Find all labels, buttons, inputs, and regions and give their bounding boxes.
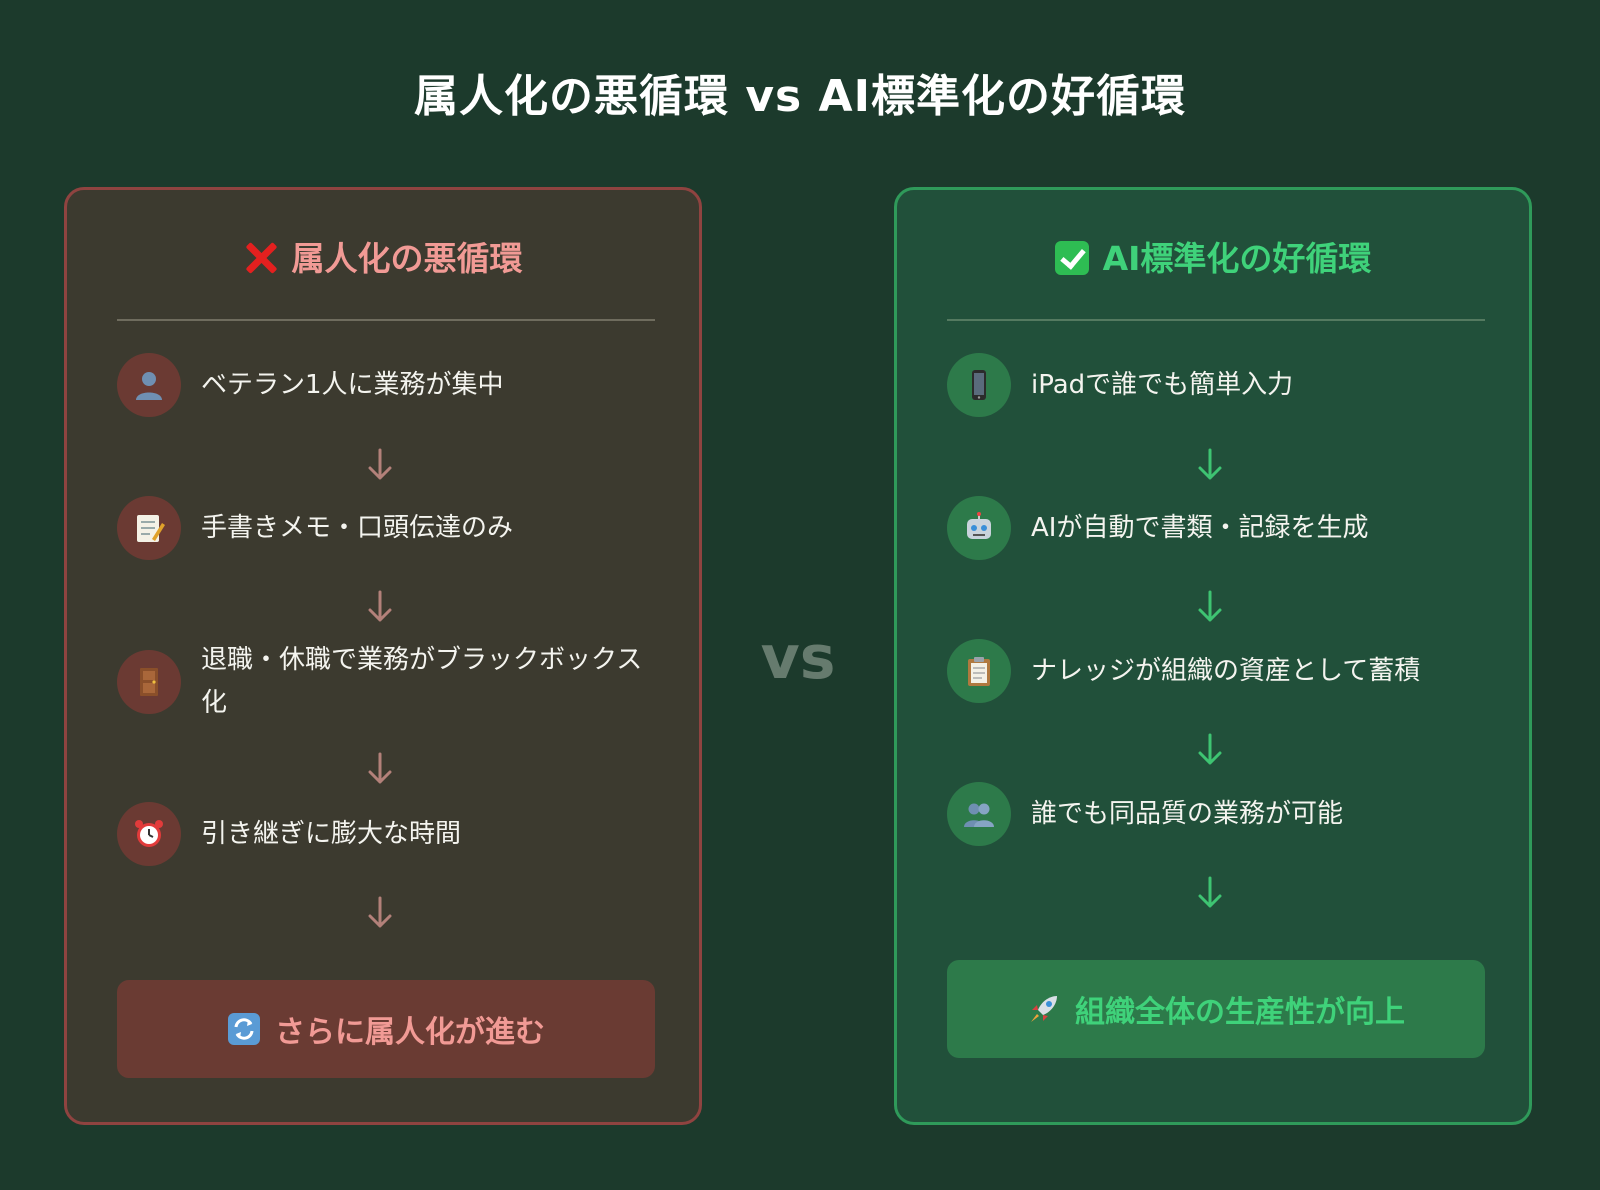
check-mark-icon (1054, 241, 1089, 275)
mobile-phone-icon (947, 353, 1011, 417)
good-cycle-divider (947, 319, 1485, 321)
good-cycle-panel: AI標準化の好循環 iPadで誰でも簡単入力 AIが自動で書類・記録を生成 ナレ… (894, 187, 1532, 1125)
bad-cycle-heading-text: 属人化の悪循環 (291, 239, 523, 278)
good-step-text: ナレッジが組織の資産として蓄積 (1031, 655, 1421, 686)
clipboard-icon (947, 639, 1011, 703)
cross-mark-icon (244, 241, 278, 275)
good-step-2: AIが自動で書類・記録を生成 (947, 496, 1487, 560)
down-arrow-icon (368, 896, 392, 928)
good-cycle-result-text: 組織全体の生産性が向上 (1075, 995, 1405, 1030)
down-arrow-icon (368, 590, 392, 622)
bad-step-4: 引き継ぎに膨大な時間 (117, 802, 657, 866)
down-arrow-icon (1198, 733, 1222, 765)
good-cycle-result: 組織全体の生産性が向上 (947, 960, 1485, 1058)
people-silhouette-icon (947, 782, 1011, 846)
bad-step-3: 退職・休職で業務がブラックボックス化 (117, 639, 657, 725)
rocket-icon (1027, 992, 1061, 1027)
good-cycle-heading-text: AI標準化の好循環 (1102, 239, 1372, 278)
good-cycle-heading: AI標準化の好循環 (897, 234, 1529, 284)
robot-icon (947, 496, 1011, 560)
down-arrow-icon (1198, 590, 1222, 622)
bad-step-text: 退職・休職で業務がブラックボックス化 (201, 645, 643, 718)
good-step-3: ナレッジが組織の資産として蓄積 (947, 639, 1487, 703)
door-icon (117, 650, 181, 714)
good-step-4: 誰でも同品質の業務が可能 (947, 782, 1487, 846)
down-arrow-icon (368, 448, 392, 480)
memo-icon (117, 496, 181, 560)
alarm-clock-icon (117, 802, 181, 866)
bad-step-1: ベテラン1人に業務が集中 (117, 353, 657, 417)
bad-cycle-panel: 属人化の悪循環 ベテラン1人に業務が集中 手書きメモ・口頭伝達のみ 退職・休職で… (64, 187, 702, 1125)
bad-cycle-divider (117, 319, 655, 321)
good-step-text: AIが自動で書類・記録を生成 (1031, 512, 1369, 543)
repeat-arrows-icon (227, 1012, 261, 1047)
good-step-text: iPadで誰でも簡単入力 (1031, 369, 1294, 400)
down-arrow-icon (1198, 448, 1222, 480)
vs-label: vs (760, 623, 836, 693)
bad-cycle-result-text: さらに属人化が進む (275, 1015, 545, 1050)
down-arrow-icon (1198, 876, 1222, 908)
page-title: 属人化の悪循環 vs AI標準化の好循環 (414, 71, 1186, 122)
person-silhouette-icon (117, 353, 181, 417)
bad-cycle-heading: 属人化の悪循環 (67, 234, 699, 284)
bad-step-text: ベテラン1人に業務が集中 (201, 369, 504, 400)
good-step-text: 誰でも同品質の業務が可能 (1031, 798, 1344, 829)
down-arrow-icon (368, 752, 392, 784)
bad-cycle-result: さらに属人化が進む (117, 980, 655, 1078)
bad-step-2: 手書きメモ・口頭伝達のみ (117, 496, 657, 560)
bad-step-text: 引き継ぎに膨大な時間 (201, 818, 462, 849)
good-step-1: iPadで誰でも簡単入力 (947, 353, 1487, 417)
bad-step-text: 手書きメモ・口頭伝達のみ (201, 512, 514, 543)
